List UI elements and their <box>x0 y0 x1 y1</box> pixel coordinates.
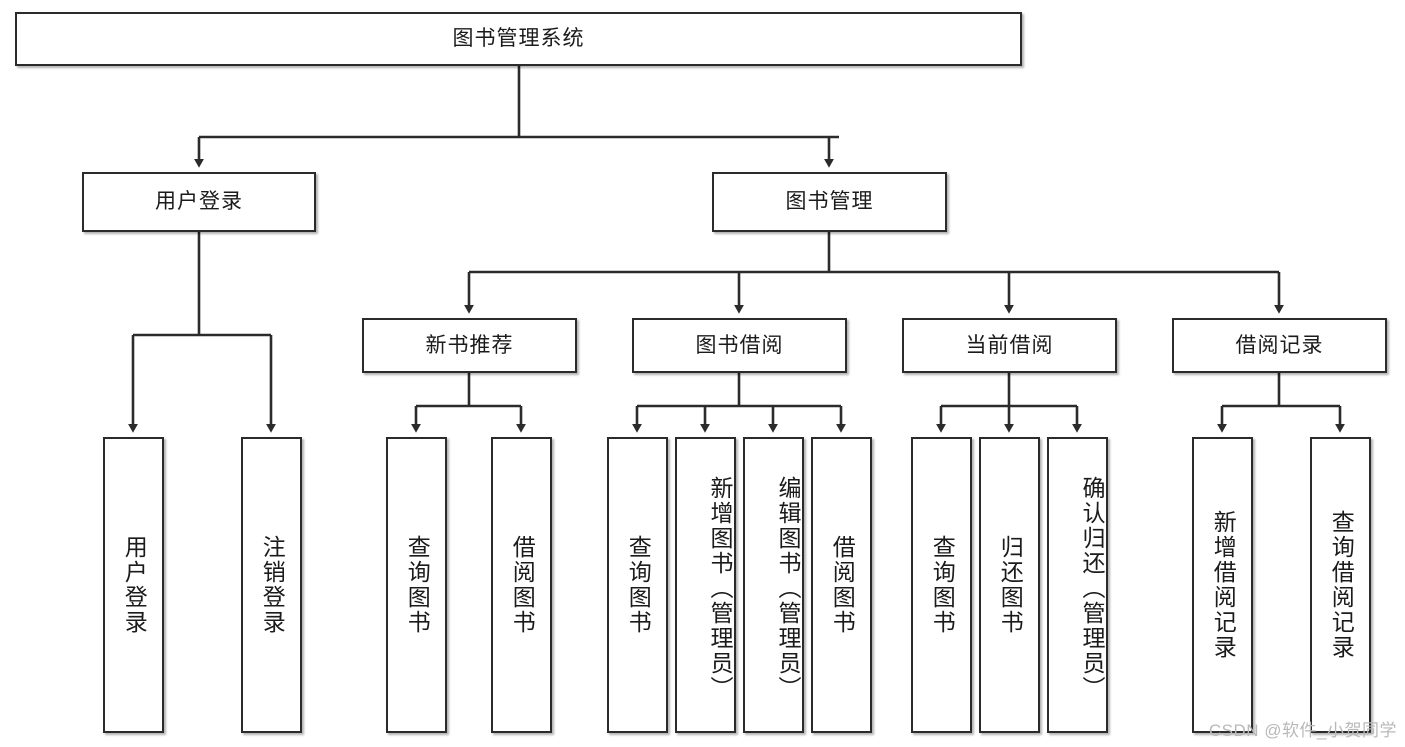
leaf-borrow-books-borrow[interactable]: 借阅图书 <box>811 437 872 733</box>
leaf-add-borrow-record[interactable]: 新增借阅记录 <box>1192 437 1253 733</box>
node-borrow-record[interactable]: 借阅记录 <box>1172 318 1387 373</box>
leaf-return-books[interactable]: 归还图书 <box>979 437 1040 733</box>
node-book-management[interactable]: 图书管理 <box>712 172 947 232</box>
leaf-confirm-return-admin[interactable]: 确认归还（管理员） <box>1047 437 1108 733</box>
leaf-edit-book-admin[interactable]: 编辑图书（管理员） <box>743 437 804 733</box>
leaf-query-borrow-record[interactable]: 查询借阅记录 <box>1310 437 1371 733</box>
leaf-borrow-books-recommend[interactable]: 借阅图书 <box>491 437 552 733</box>
leaf-user-login[interactable]: 用户登录 <box>103 437 164 733</box>
leaf-query-books-recommend[interactable]: 查询图书 <box>386 437 447 733</box>
node-current-borrow[interactable]: 当前借阅 <box>902 318 1117 373</box>
csdn-watermark: CSDN @软件_小贺同学 <box>1208 721 1397 740</box>
leaf-query-books-borrow[interactable]: 查询图书 <box>607 437 668 733</box>
node-book-borrow[interactable]: 图书借阅 <box>632 318 847 373</box>
node-user-login[interactable]: 用户登录 <box>82 172 316 232</box>
leaf-add-book-admin[interactable]: 新增图书（管理员） <box>675 437 736 733</box>
leaf-logout-login[interactable]: 注销登录 <box>241 437 302 733</box>
node-new-book-recommend[interactable]: 新书推荐 <box>362 318 577 373</box>
leaf-query-books-current[interactable]: 查询图书 <box>911 437 972 733</box>
node-root-book-management-system[interactable]: 图书管理系统 <box>15 12 1022 66</box>
